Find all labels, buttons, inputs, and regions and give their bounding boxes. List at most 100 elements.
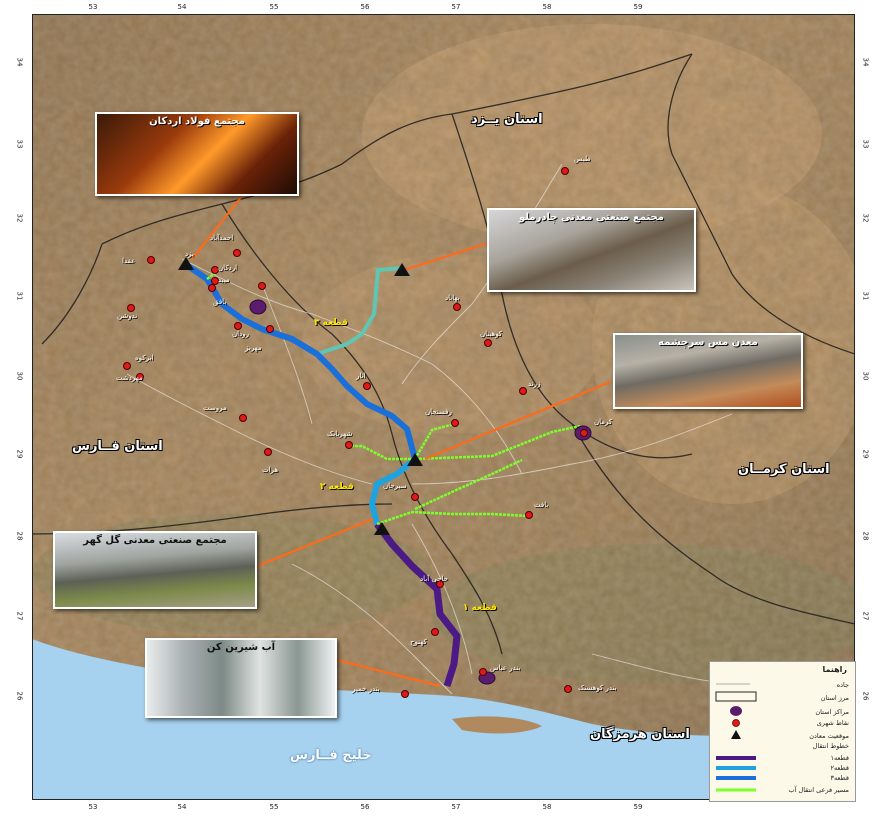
legend-mine-symbol xyxy=(731,730,741,739)
city-dot xyxy=(264,448,272,456)
mine-locations xyxy=(178,257,423,535)
city-label: یزد xyxy=(185,250,194,258)
city-dot xyxy=(127,304,135,312)
latitude-tick-label: 27 xyxy=(861,611,870,621)
city-dot xyxy=(580,429,588,437)
city-dot xyxy=(266,325,274,333)
legend-label-province-border: مرز استان xyxy=(820,694,849,702)
legend-capital-symbol xyxy=(730,706,742,716)
legend-label-urban-point: نقاط شهری xyxy=(816,719,849,727)
legend-label-province-capital: مراکز استان xyxy=(815,708,849,716)
legend-label-segment-3: قطعه۳ xyxy=(830,774,849,782)
city-label: کهنوج xyxy=(410,638,427,646)
longitude-tick-label: 57 xyxy=(451,3,461,11)
city-label: بندر عباس xyxy=(490,664,521,672)
legend-label-road: جاده xyxy=(836,681,849,689)
latitude-tick-label: 29 xyxy=(15,449,24,459)
segment-2-label: قطعه ۲ xyxy=(320,482,354,492)
latitude-tick-label: 26 xyxy=(861,691,870,701)
city-label: سیرجان xyxy=(383,482,407,490)
longitude-tick-label: 57 xyxy=(451,803,461,811)
callout-desalination: آب شیرین کن xyxy=(206,642,276,653)
longitude-tick-label: 56 xyxy=(360,803,370,811)
callout-chadormalu: مجتمع صنعتی معدنی چادرملو xyxy=(519,212,664,223)
longitude-tick-label: 58 xyxy=(542,3,552,11)
qeshm-island xyxy=(452,716,542,734)
segment-2-line xyxy=(369,456,417,525)
longitude-tick-label: 59 xyxy=(633,803,643,811)
city-label: زرند xyxy=(528,380,541,388)
water-branch-lines xyxy=(206,270,581,526)
city-dot xyxy=(436,580,444,588)
latitude-tick-label: 32 xyxy=(861,213,870,223)
latitude-tick-label: 30 xyxy=(15,371,24,381)
city-dot xyxy=(147,256,155,264)
city-dot xyxy=(136,373,144,381)
legend-symbols xyxy=(715,683,757,792)
persian-gulf xyxy=(32,639,855,800)
legend-label-segment-2: قطعه۲ xyxy=(830,764,849,772)
city-label: انار xyxy=(356,372,366,380)
latitude-tick-label: 30 xyxy=(861,371,870,381)
legend-label-segment-1: قطعه۱ xyxy=(830,754,849,762)
city-dot xyxy=(561,167,569,175)
latitude-tick-label: 27 xyxy=(15,611,24,621)
province-label-fars: استان فــارس xyxy=(72,439,163,454)
segment-3-label: قطعه ۳ xyxy=(314,318,348,328)
latitude-tick-label: 29 xyxy=(861,449,870,459)
city-label: مروست xyxy=(203,404,227,412)
city-label: رودان xyxy=(232,330,249,338)
segment-1-label: قطعه ۱ xyxy=(463,603,497,613)
segment-3-line xyxy=(183,261,418,460)
longitude-tick-label: 54 xyxy=(177,3,187,11)
callout-sarcheshmeh: معدن مس سرچشمه xyxy=(658,337,758,348)
city-dot xyxy=(208,284,216,292)
city-dot xyxy=(484,339,492,347)
city-label: بافق xyxy=(213,298,227,306)
longitude-tick-label: 56 xyxy=(360,3,370,11)
latitude-tick-label: 31 xyxy=(861,291,870,301)
city-dot xyxy=(453,303,461,311)
city-dot xyxy=(211,266,219,274)
city-label: میبد xyxy=(218,276,230,284)
city-dot xyxy=(123,362,131,370)
province-borders xyxy=(32,53,855,655)
city-dot xyxy=(451,419,459,427)
city-label: شهربابک xyxy=(327,430,353,438)
city-label: طبس xyxy=(574,155,591,163)
city-label: حاجی آباد xyxy=(420,575,448,583)
longitude-tick-label: 55 xyxy=(269,3,279,11)
city-dot xyxy=(519,387,527,395)
latitude-tick-label: 32 xyxy=(15,213,24,223)
city-label: ندوشن xyxy=(117,312,138,320)
city-dot xyxy=(345,441,353,449)
segment-1-line xyxy=(374,521,461,688)
photo-ardakan-steel: مجتمع فولاد اردکان xyxy=(95,112,299,196)
callout-arrows xyxy=(191,195,611,688)
longitude-tick-label: 53 xyxy=(88,3,98,11)
longitude-tick-label: 53 xyxy=(88,803,98,811)
latitude-tick-label: 33 xyxy=(861,139,870,149)
city-dot xyxy=(479,668,487,676)
city-label: مهریز xyxy=(245,344,262,352)
segment-3-branch-line xyxy=(316,266,403,356)
longitude-tick-label: 55 xyxy=(269,803,279,811)
legend-label-water-branch: مسیر فرعی انتقال آب xyxy=(788,786,849,794)
city-label: احمدآباد xyxy=(210,234,234,242)
city-dot xyxy=(564,685,572,693)
city-dot xyxy=(234,322,242,330)
legend-title: راهنما xyxy=(822,665,847,674)
latitude-tick-label: 34 xyxy=(861,57,870,67)
city-label: هرات xyxy=(262,466,279,474)
legend-label-transfer-lines: خطوط انتقال xyxy=(812,742,849,750)
city-dot xyxy=(525,511,533,519)
photo-chadormalu: مجتمع صنعتی معدنی چادرملو xyxy=(487,208,696,292)
photo-sarcheshmeh: معدن مس سرچشمه xyxy=(613,333,803,409)
city-label: عقدا xyxy=(122,257,136,265)
city-label: کوهبنان xyxy=(480,330,503,338)
latitude-tick-label: 26 xyxy=(15,691,24,701)
legend-border-symbol xyxy=(715,691,757,702)
longitude-tick-label: 58 xyxy=(542,803,552,811)
province-label-yazd: استان یــزد xyxy=(471,112,543,127)
city-dot xyxy=(233,249,241,257)
